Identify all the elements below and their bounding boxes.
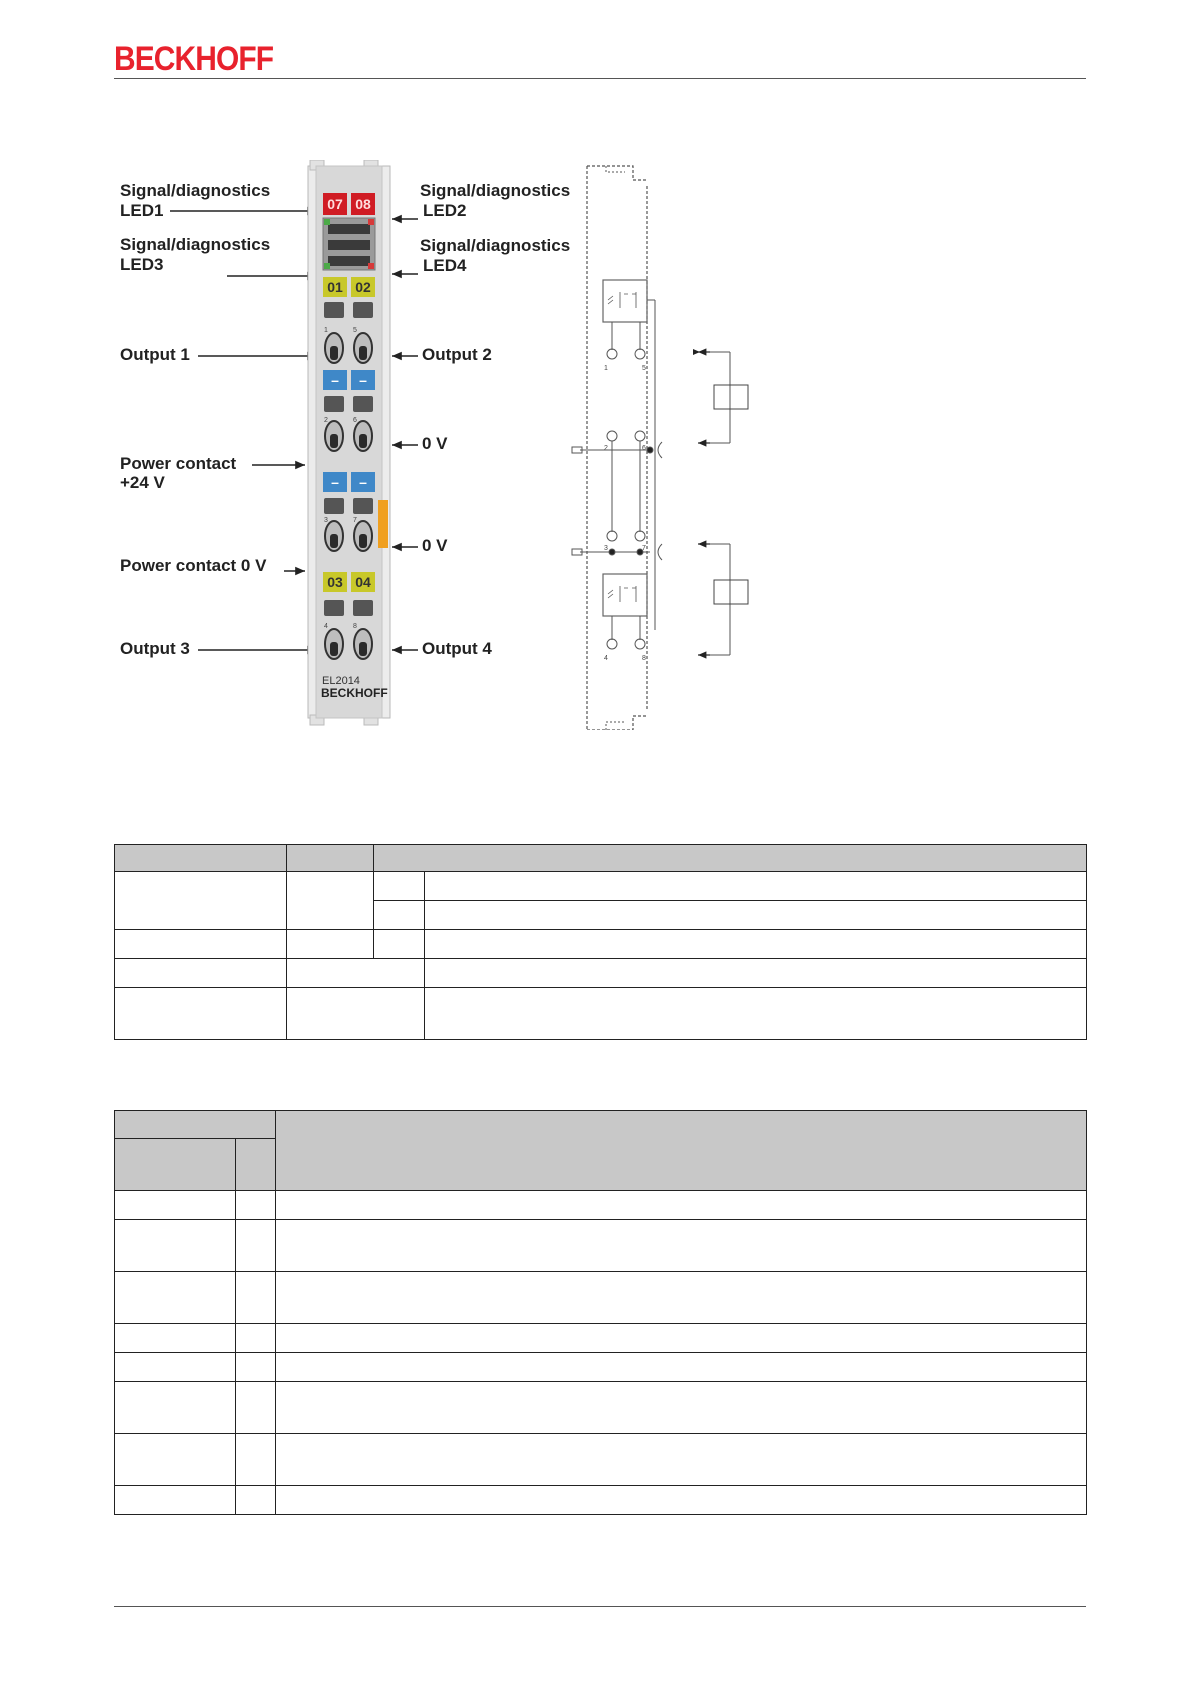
led-red-left [323, 193, 347, 215]
minus-3: – [331, 474, 339, 490]
led-yellow-04 [351, 572, 375, 592]
label-0v-lower: 0 V [422, 536, 448, 555]
table-row [114, 1138, 1087, 1191]
led-08-text: 08 [355, 196, 371, 212]
schem-pin-2: 2 [604, 445, 608, 452]
table-row [114, 1323, 1087, 1353]
footer-divider [114, 1606, 1086, 1607]
table-row [114, 1352, 1087, 1382]
blue-terminal-3 [323, 472, 347, 492]
blue-terminal-2 [351, 370, 375, 390]
blue-terminal-4 [351, 472, 375, 492]
terminal-description-table [114, 1110, 1087, 1515]
header-divider [114, 78, 1086, 79]
minus-2: – [359, 372, 367, 388]
label-0v-upper: 0 V [422, 434, 448, 453]
led-04-text: 04 [355, 574, 371, 590]
schem-pin-5: 5 [642, 365, 646, 372]
label-led1-line2: LED1 [120, 201, 163, 220]
table-row [114, 958, 1087, 988]
table-row [114, 1110, 1087, 1191]
led-01-text: 01 [327, 279, 343, 295]
schem-pin-4: 4 [604, 655, 608, 662]
term-num-3: 3 [324, 517, 328, 524]
table-row [114, 929, 1087, 959]
optocoupler-bottom [602, 573, 648, 617]
label-led2-line2: LED2 [423, 201, 466, 220]
schem-pin-1: 1 [604, 365, 608, 372]
label-output2: Output 2 [422, 345, 492, 364]
minus-1: – [331, 372, 339, 388]
terminal-figure: Signal/diagnostics LED1 Signal/diagnosti… [110, 160, 760, 730]
label-led4-line2: LED4 [423, 256, 467, 275]
label-output4: Output 4 [422, 639, 492, 658]
terminal-module: 07 08 01 02 – [307, 160, 391, 726]
schem-pin-7: 7 [642, 545, 646, 552]
module-brand: BECKHOFF [321, 686, 388, 700]
terminal-diagram-svg: Signal/diagnostics LED1 Signal/diagnosti… [120, 160, 749, 730]
term-num-7: 7 [353, 517, 357, 524]
led-description-table [114, 844, 1087, 1040]
schem-pin-3: 3 [604, 545, 608, 552]
schem-pin-8: 8 [642, 655, 646, 662]
load-lower [713, 579, 749, 605]
table-row [114, 871, 1087, 930]
load-upper [713, 384, 749, 410]
label-led3-line1: Signal/diagnostics [120, 235, 270, 254]
term-num-2: 2 [324, 417, 328, 424]
wiring-schematic [571, 165, 749, 730]
label-led2-line1: Signal/diagnostics [420, 181, 570, 200]
led-07-text: 07 [327, 196, 343, 212]
led-yellow-01 [323, 277, 347, 297]
label-power24-line2: +24 V [120, 473, 166, 492]
label-output1: Output 1 [120, 345, 190, 364]
led-03-text: 03 [327, 574, 343, 590]
module-model: EL2014 [322, 675, 360, 687]
table-row [114, 1485, 1087, 1515]
table-row [114, 844, 1087, 872]
table-row [114, 1433, 1087, 1486]
table-row [114, 987, 1087, 1040]
term-num-1: 1 [324, 327, 328, 334]
term-num-8: 8 [353, 623, 357, 630]
power-contact-bar [378, 500, 388, 548]
label-led1-line1: Signal/diagnostics [120, 181, 270, 200]
led-02-text: 02 [355, 279, 371, 295]
minus-4: – [359, 474, 367, 490]
label-led4-line1: Signal/diagnostics [420, 236, 570, 255]
table-row [114, 1219, 1087, 1272]
led-red-right [351, 193, 375, 215]
label-power0v: Power contact 0 V [120, 556, 267, 575]
optocoupler-top [602, 279, 648, 323]
term-num-5: 5 [353, 327, 357, 334]
table-row [114, 1271, 1087, 1324]
term-num-4: 4 [324, 623, 328, 630]
label-output3: Output 3 [120, 639, 190, 658]
label-power24-line1: Power contact [120, 454, 237, 473]
blue-terminal-1 [323, 370, 347, 390]
schem-pin-6: 6 [642, 445, 646, 452]
label-led3-line2: LED3 [120, 255, 163, 274]
led-yellow-02 [351, 277, 375, 297]
term-num-6: 6 [353, 417, 357, 424]
table-row [114, 1381, 1087, 1434]
led-yellow-03 [323, 572, 347, 592]
table-row [114, 1190, 1087, 1220]
brand-logo: BECKHOFF [114, 40, 274, 78]
